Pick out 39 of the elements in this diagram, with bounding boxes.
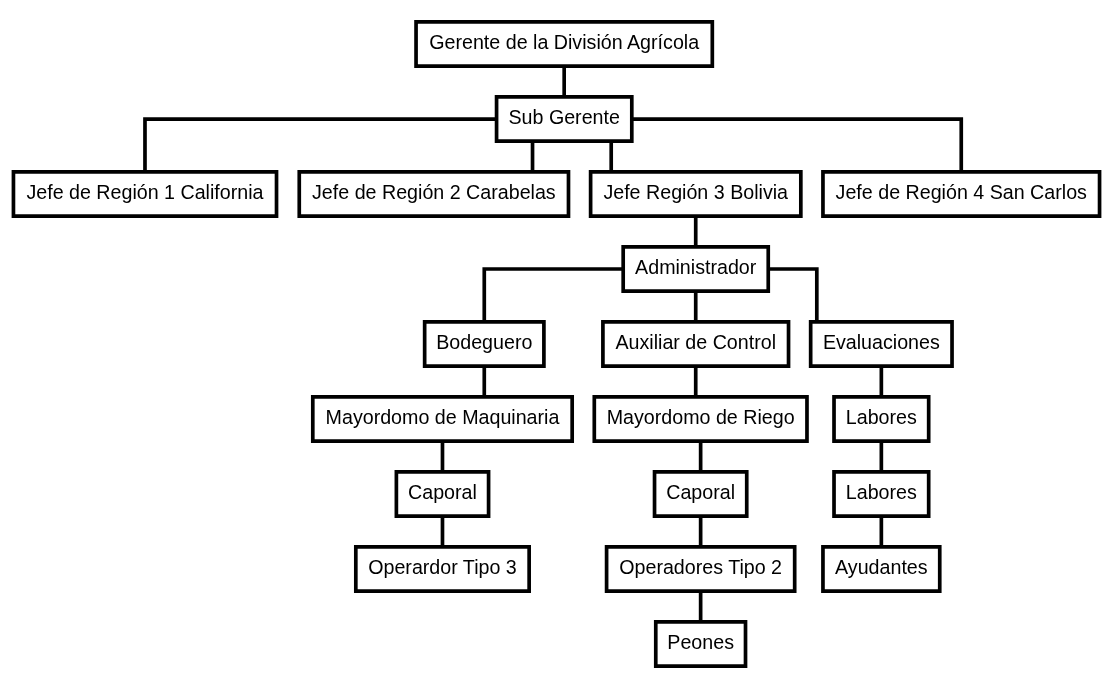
connector — [879, 366, 884, 396]
connector — [530, 141, 535, 172]
connector — [693, 366, 698, 396]
node-box: Evaluaciones — [808, 319, 954, 368]
connector — [440, 515, 445, 546]
node-box: Operadores Tipo 2 — [604, 544, 797, 593]
node-box: Administrador — [621, 244, 771, 293]
connector — [698, 441, 703, 471]
connector — [440, 441, 445, 471]
node-box: Mayordomo de Maquinaria — [310, 394, 574, 443]
connector — [482, 366, 487, 396]
connector — [482, 266, 623, 321]
connector — [609, 141, 614, 172]
node-box: Jefe de Región 1 California — [11, 169, 279, 218]
node-box: Caporal — [394, 469, 491, 518]
node-box: Ayudantes — [821, 544, 942, 593]
connector — [562, 66, 567, 97]
connector — [693, 291, 698, 321]
node-box: Gerente de la División Agrícola — [414, 19, 715, 68]
connector — [879, 441, 884, 471]
connector — [768, 266, 819, 321]
node-box: Jefe Región 3 Bolivia — [588, 169, 803, 218]
connector — [693, 216, 698, 247]
node-box: Labores — [832, 469, 931, 518]
node-box: Operardor Tipo 3 — [353, 544, 531, 593]
connector — [698, 515, 703, 546]
node-box: Labores — [832, 394, 931, 443]
node-box: Bodeguero — [422, 319, 546, 368]
connector — [632, 116, 964, 172]
connector — [879, 515, 884, 546]
node-box: Jefe de Región 4 San Carlos — [821, 169, 1102, 218]
node-box: Sub Gerente — [494, 94, 634, 143]
connector — [698, 590, 703, 621]
node-box: Auxiliar de Control — [601, 319, 791, 368]
connector — [143, 116, 497, 172]
node-box: Peones — [653, 619, 748, 668]
node-box: Jefe de Región 2 Carabelas — [297, 169, 571, 218]
node-box: Caporal — [652, 469, 749, 518]
node-box: Mayordomo de Riego — [592, 394, 809, 443]
